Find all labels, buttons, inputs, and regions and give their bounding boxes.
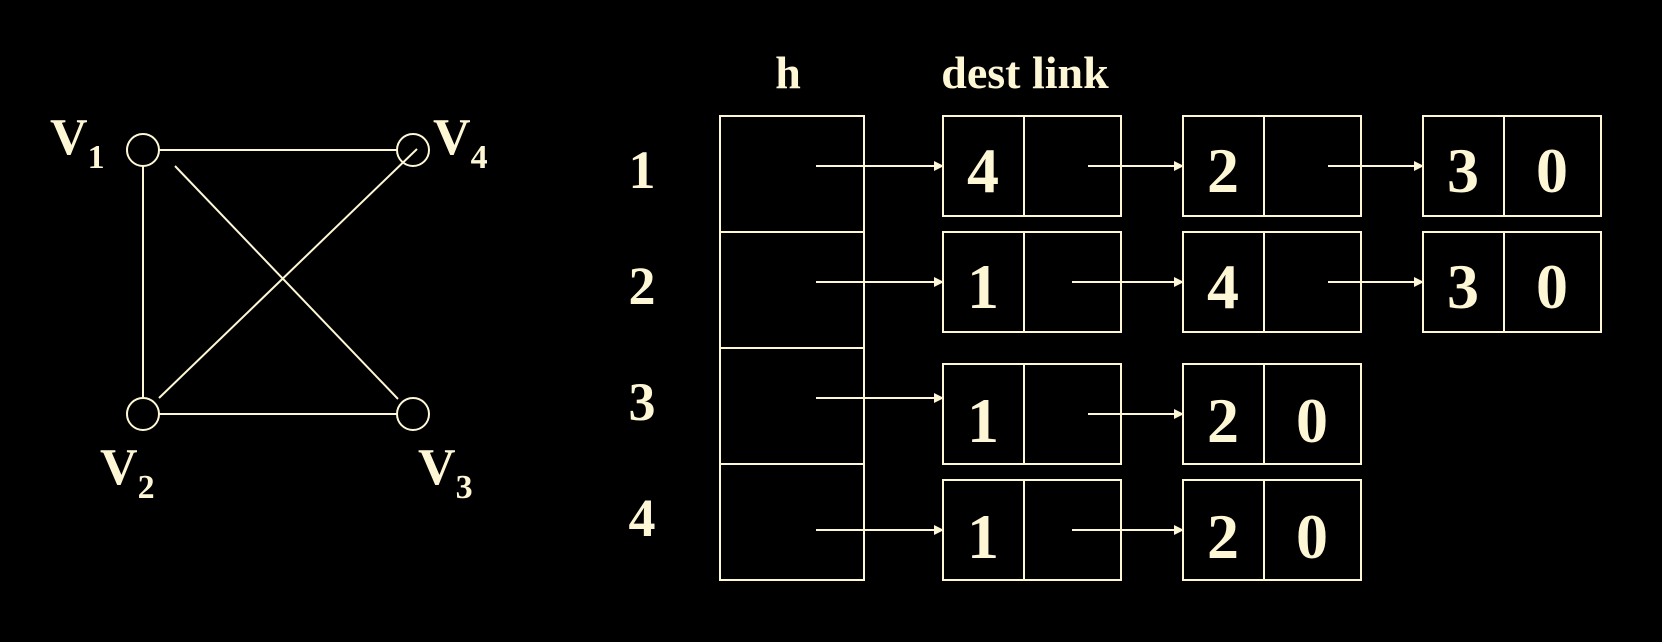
list-node: 1	[942, 231, 1122, 333]
node-link-value: 0	[1536, 135, 1568, 206]
edge-v2-v4	[158, 148, 418, 399]
head-cell	[719, 231, 865, 349]
graph: V1 V4 V2 V3	[50, 109, 488, 506]
node-link-value: 0	[1296, 501, 1328, 572]
vertex-v1-node	[126, 133, 160, 167]
node-link-cell	[1263, 363, 1362, 465]
vertex-v2-label: V2	[100, 439, 155, 506]
node-dest-value: 1	[967, 385, 999, 456]
vertex-v1-label: V1	[50, 109, 105, 176]
vertex-v2-node	[126, 397, 160, 431]
node-fields-label: dest link	[941, 47, 1109, 98]
vertex-v3-node	[396, 397, 430, 431]
list-row-1: 4 2 3 0	[816, 115, 1602, 217]
node-dest-value: 4	[967, 135, 999, 206]
node-dest-value: 3	[1447, 251, 1479, 322]
head-array-label: h	[775, 47, 801, 98]
node-dest-value: 1	[967, 501, 999, 572]
adjacency-list: h dest link 1 2 3 4 4 2	[629, 47, 1602, 581]
head-array	[719, 115, 865, 581]
node-link-cell	[1503, 231, 1602, 333]
row-index: 1	[629, 140, 656, 200]
row-index: 4	[629, 488, 656, 548]
node-dest-value: 2	[1207, 501, 1239, 572]
node-dest-value: 3	[1447, 135, 1479, 206]
node-link-cell	[1263, 479, 1362, 581]
vertex-v4-label: V4	[433, 109, 488, 176]
list-node: 2 0	[1182, 479, 1362, 581]
node-link-cell	[1503, 115, 1602, 217]
node-link-value: 0	[1296, 385, 1328, 456]
list-node: 1	[942, 479, 1122, 581]
vertex-v4-node	[396, 133, 430, 167]
node-dest-value: 2	[1207, 385, 1239, 456]
list-row-3: 1 2 0	[816, 363, 1362, 465]
list-node: 3 0	[1422, 231, 1602, 333]
list-node: 3 0	[1422, 115, 1602, 217]
list-node: 4	[942, 115, 1122, 217]
row-index: 2	[629, 256, 656, 316]
row-index: 3	[629, 372, 656, 432]
edge-v1-v3	[174, 165, 399, 400]
node-link-value: 0	[1536, 251, 1568, 322]
list-node: 2 0	[1182, 363, 1362, 465]
node-dest-value: 1	[967, 251, 999, 322]
head-cell	[719, 463, 865, 581]
vertex-v3-label: V3	[418, 439, 473, 506]
head-cell	[719, 115, 865, 233]
node-dest-value: 4	[1207, 251, 1239, 322]
head-cell	[719, 347, 865, 465]
node-dest-value: 2	[1207, 135, 1239, 206]
list-row-4: 1 2 0	[816, 479, 1362, 581]
list-row-2: 1 4 3 0	[816, 231, 1602, 333]
